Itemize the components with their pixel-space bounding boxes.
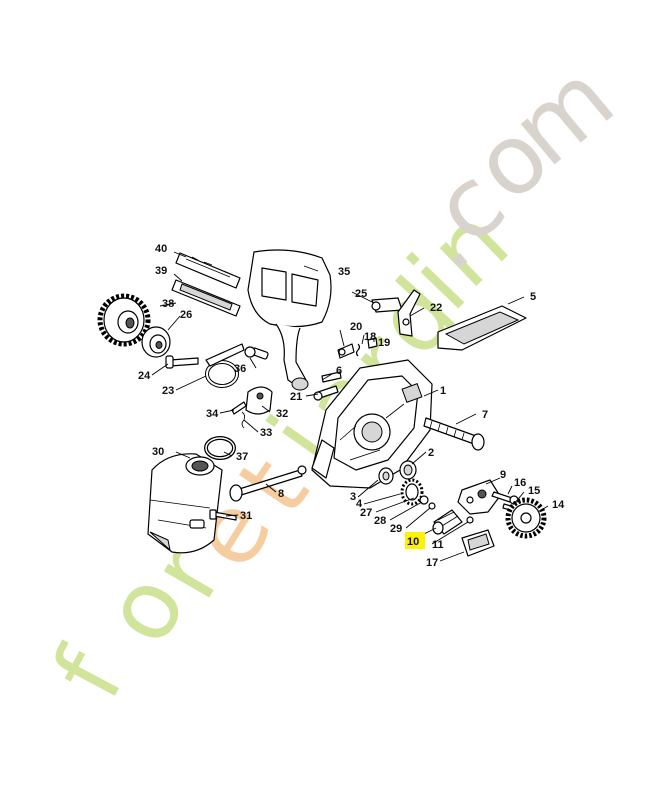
callout-32[interactable]: 32 — [276, 408, 288, 420]
callout-28[interactable]: 28 — [374, 515, 386, 527]
decal-plate-39 — [171, 279, 241, 317]
washer-11 — [466, 516, 474, 524]
callout-5[interactable]: 5 — [530, 291, 536, 303]
callout-31[interactable]: 31 — [240, 510, 252, 522]
worm-26 — [141, 326, 171, 358]
callout-3[interactable]: 3 — [350, 491, 356, 503]
callout-19[interactable]: 19 — [378, 337, 390, 349]
callout-1[interactable]: 1 — [440, 385, 446, 397]
callout-21[interactable]: 21 — [290, 391, 302, 403]
handle-35 — [247, 249, 332, 391]
callout-4[interactable]: 4 — [356, 498, 363, 510]
hose-8 — [229, 465, 307, 502]
knob-32 — [245, 386, 273, 415]
callout-20[interactable]: 20 — [350, 321, 362, 333]
bearing-2 — [399, 460, 417, 480]
callout-29[interactable]: 29 — [390, 523, 402, 535]
watermark-letter: f — [31, 631, 147, 715]
screw-31 — [209, 509, 237, 521]
crankcase-1 — [311, 359, 433, 489]
callout-11[interactable]: 11 — [432, 539, 444, 551]
callout-18[interactable]: 18 — [364, 331, 376, 343]
callout-33[interactable]: 33 — [260, 427, 272, 439]
callout-labels: 40 39 35 38 26 25 22 5 20 18 19 24 23 36… — [138, 243, 565, 569]
screw-36 — [244, 346, 269, 360]
plate-5 — [437, 305, 527, 351]
callout-30[interactable]: 30 — [152, 446, 164, 458]
worm-27 — [400, 478, 424, 506]
callout-17[interactable]: 17 — [426, 557, 438, 569]
screw-24 — [165, 355, 199, 369]
callout-38[interactable]: 38 — [162, 298, 174, 310]
callout-23[interactable]: 23 — [162, 385, 174, 397]
callout-15[interactable]: 15 — [528, 485, 540, 497]
pin-34 — [231, 401, 247, 415]
callout-34[interactable]: 34 — [206, 408, 219, 420]
callout-27[interactable]: 27 — [360, 507, 372, 519]
lever-20 — [337, 343, 355, 359]
pump-piston-10 — [432, 509, 463, 535]
callout-7[interactable]: 7 — [482, 409, 488, 421]
callout-6[interactable]: 6 — [336, 365, 342, 377]
bolt-7 — [423, 417, 485, 451]
sprocket-14 — [505, 497, 547, 539]
callout-2[interactable]: 2 — [428, 447, 434, 459]
ring-3 — [378, 467, 394, 485]
callout-16[interactable]: 16 — [514, 477, 526, 489]
callout-8[interactable]: 8 — [278, 488, 284, 500]
lever-25 — [371, 297, 403, 313]
leader-lines — [151, 251, 549, 562]
callout-35[interactable]: 35 — [338, 266, 350, 278]
oil-tank-30 — [147, 453, 223, 554]
callout-10[interactable]: 10 — [407, 536, 419, 548]
gear-38 — [97, 293, 151, 347]
callout-14[interactable]: 14 — [552, 499, 565, 511]
callout-39[interactable]: 39 — [155, 265, 167, 277]
callout-25[interactable]: 25 — [355, 288, 367, 300]
spring-18 — [355, 343, 361, 357]
pump-housing-9 — [457, 479, 501, 515]
callout-40[interactable]: 40 — [155, 243, 167, 255]
cover-17 — [461, 529, 495, 557]
callout-9[interactable]: 9 — [500, 469, 506, 481]
callout-22[interactable]: 22 — [430, 302, 442, 314]
callout-37[interactable]: 37 — [236, 451, 248, 463]
washer-29 — [428, 502, 436, 510]
callout-26[interactable]: 26 — [180, 309, 192, 321]
clamp-23 — [205, 343, 245, 388]
pin-19 — [367, 337, 378, 349]
callout-36[interactable]: 36 — [234, 363, 246, 375]
parts — [97, 249, 547, 557]
highlight-marker — [405, 532, 425, 549]
o-ring-37 — [204, 436, 236, 460]
lever-22 — [397, 289, 421, 337]
callout-24[interactable]: 24 — [138, 370, 151, 382]
decal-plate-40 — [175, 252, 241, 289]
